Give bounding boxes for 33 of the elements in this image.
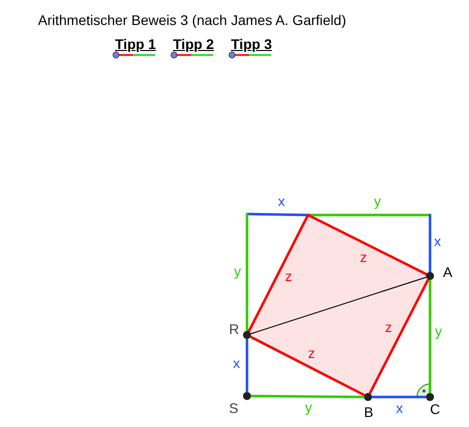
point-dot <box>426 393 434 401</box>
side-label: y <box>234 264 241 278</box>
edge-label: y <box>435 324 442 338</box>
point-dot <box>426 272 434 280</box>
slider-label: Tipp 1 <box>115 37 156 51</box>
point-label: C <box>430 402 440 416</box>
point-label: R <box>229 322 240 336</box>
side-label: z <box>360 250 367 264</box>
edge-label: x <box>396 401 403 415</box>
side-label: y <box>374 194 381 208</box>
point-label: A <box>443 265 452 279</box>
side-label: x <box>434 234 441 248</box>
point-dot <box>243 392 251 400</box>
edge-label: y <box>305 400 312 414</box>
side-segment <box>251 394 364 398</box>
side-segment <box>246 339 248 392</box>
point-dot <box>364 393 372 401</box>
side-segment <box>372 396 426 398</box>
point-dot <box>243 331 251 339</box>
side-segment <box>368 278 430 394</box>
edge-label: z <box>385 320 392 334</box>
edge-label: x <box>233 356 240 370</box>
side-segment <box>250 336 366 396</box>
point-label: S <box>229 401 238 415</box>
slider-label: Tipp 3 <box>231 37 272 51</box>
side-label: x <box>278 194 285 208</box>
side-segment <box>428 280 432 393</box>
slider-label: Tipp 2 <box>173 37 214 51</box>
diagonal-line <box>250 276 427 334</box>
side-label: z <box>285 269 292 283</box>
title: Arithmetischer Beweis 3 (nach James A. Garfield) <box>38 13 346 27</box>
point-label: B <box>364 405 374 419</box>
edge-label: z <box>308 346 315 360</box>
